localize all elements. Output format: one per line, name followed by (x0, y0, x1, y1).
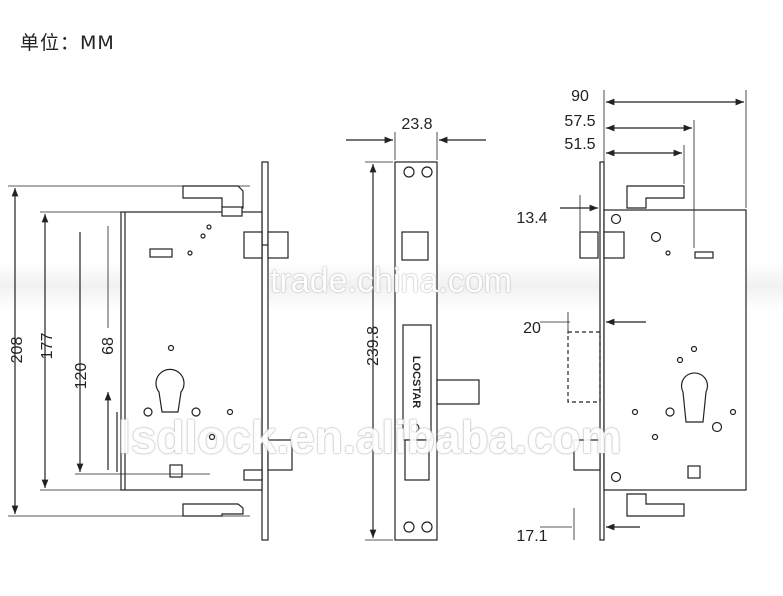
dim-51-5: 51.5 (564, 136, 595, 153)
dim-57-5: 57.5 (564, 113, 595, 130)
watermark-alibaba: lsdlock.en.alibaba.com (118, 411, 622, 463)
right-lock-view (567, 161, 747, 541)
faceplate-view (394, 161, 480, 541)
middle-dimension-lines (346, 132, 486, 541)
dim-23-8: 23.8 (401, 116, 432, 133)
dim-20: 20 (523, 320, 541, 337)
dim-90: 90 (571, 88, 589, 105)
dim-120: 120 (73, 363, 90, 390)
dim-17-1: 17.1 (516, 528, 547, 545)
dim-68: 68 (100, 337, 117, 355)
brand-plate-text: LOCSTAR (410, 356, 422, 408)
unit-label: 单位：MM (20, 32, 115, 54)
left-lock-view (116, 161, 293, 541)
right-dimension-lines (540, 90, 747, 540)
left-dimension-lines (8, 185, 250, 517)
dim-239-8: 239.8 (365, 326, 382, 366)
watermark-trade: trade.china.com (270, 262, 512, 300)
dim-208: 208 (9, 337, 26, 364)
dim-177: 177 (39, 333, 56, 360)
dim-13-4: 13.4 (516, 210, 547, 227)
